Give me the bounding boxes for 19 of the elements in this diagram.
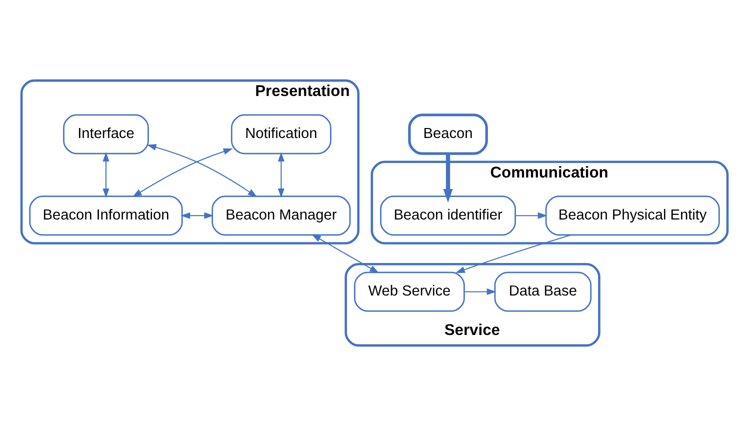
- arrow: [102, 152, 109, 198]
- node-box: Beacon identifier: [380, 195, 516, 236]
- arrow: [442, 153, 452, 202]
- arrow: [464, 288, 496, 295]
- arrow: [514, 212, 547, 218]
- arrow: [132, 148, 232, 197]
- node-box: Notification: [230, 114, 331, 154]
- node-box: Beacon Information: [28, 195, 182, 236]
- node-box: Web Service: [354, 271, 464, 312]
- arrow: [311, 234, 379, 273]
- node-box: Interface: [62, 114, 148, 154]
- arrow: [454, 234, 571, 272]
- node-box: Beacon Physical Entity: [544, 195, 720, 236]
- node-box: Data Base: [494, 271, 592, 312]
- arrow: [180, 212, 214, 218]
- node-box: Beacon Manager: [211, 195, 350, 236]
- arrow: [146, 144, 257, 197]
- node-box: Beacon: [408, 113, 488, 154]
- arrow: [277, 152, 284, 198]
